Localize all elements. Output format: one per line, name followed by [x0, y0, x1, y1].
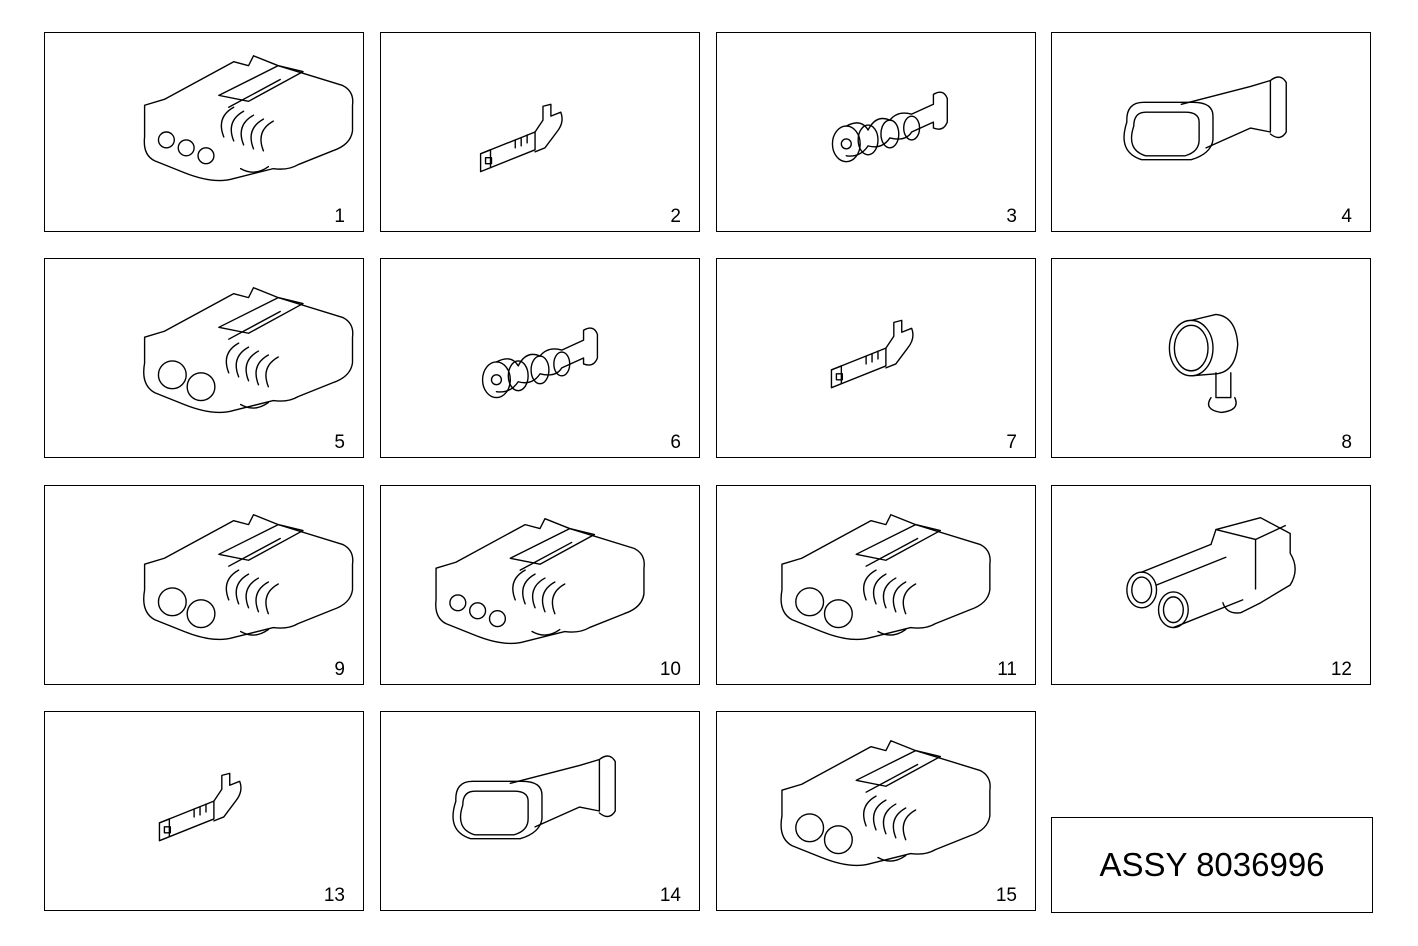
connector-2-way-drawing	[143, 514, 354, 641]
part-panel-5: 5	[44, 258, 364, 458]
part-panel-8: 8	[1051, 258, 1371, 458]
part-panel-10: 10	[380, 485, 700, 685]
terminal-drawing	[830, 319, 914, 389]
part-number: 14	[659, 885, 681, 906]
part-number: 8	[1341, 432, 1352, 453]
connector-3-way-drawing	[435, 517, 645, 645]
part-number: 5	[334, 432, 345, 453]
part-number: 3	[1006, 206, 1017, 227]
cap-drawing	[1168, 313, 1239, 414]
part-number: 15	[995, 885, 1017, 906]
assembly-label: ASSY 8036996	[1051, 817, 1373, 913]
part-number: 10	[659, 659, 681, 680]
part-number: 13	[323, 885, 345, 906]
part-panel-1: 1	[44, 32, 364, 232]
connector-2-way-drawing	[780, 740, 991, 867]
part-number: 1	[334, 206, 345, 227]
seal-drawing	[831, 91, 948, 163]
male-connector-drawing	[1126, 516, 1296, 629]
part-panel-3: 3	[716, 32, 1036, 232]
part-panel-13: 13	[44, 711, 364, 911]
part-panel-14: 14	[380, 711, 700, 911]
part-number: 4	[1341, 206, 1352, 227]
terminal-drawing	[479, 103, 563, 173]
part-panel-6: 6	[380, 258, 700, 458]
seal-drawing	[481, 327, 599, 399]
part-panel-4: 4	[1051, 32, 1371, 232]
part-panel-9: 9	[44, 485, 364, 685]
part-panel-12: 12	[1051, 485, 1371, 685]
connector-2-way-drawing	[143, 287, 354, 414]
part-number: 9	[334, 659, 345, 680]
part-panel-11: 11	[716, 485, 1036, 685]
part-panel-7: 7	[716, 258, 1036, 458]
part-number: 12	[1330, 659, 1352, 680]
connector-3-way-drawing	[143, 55, 354, 182]
part-number: 11	[997, 659, 1017, 680]
part-panel-2: 2	[380, 32, 700, 232]
boot-drawing	[1123, 76, 1287, 161]
part-number: 7	[1006, 432, 1017, 453]
part-number: 6	[670, 432, 681, 453]
part-panel-15: 15	[716, 711, 1036, 911]
terminal-drawing	[158, 772, 242, 842]
boot-drawing	[452, 755, 616, 840]
part-number: 2	[670, 206, 681, 227]
connector-2-way-drawing	[780, 514, 991, 641]
